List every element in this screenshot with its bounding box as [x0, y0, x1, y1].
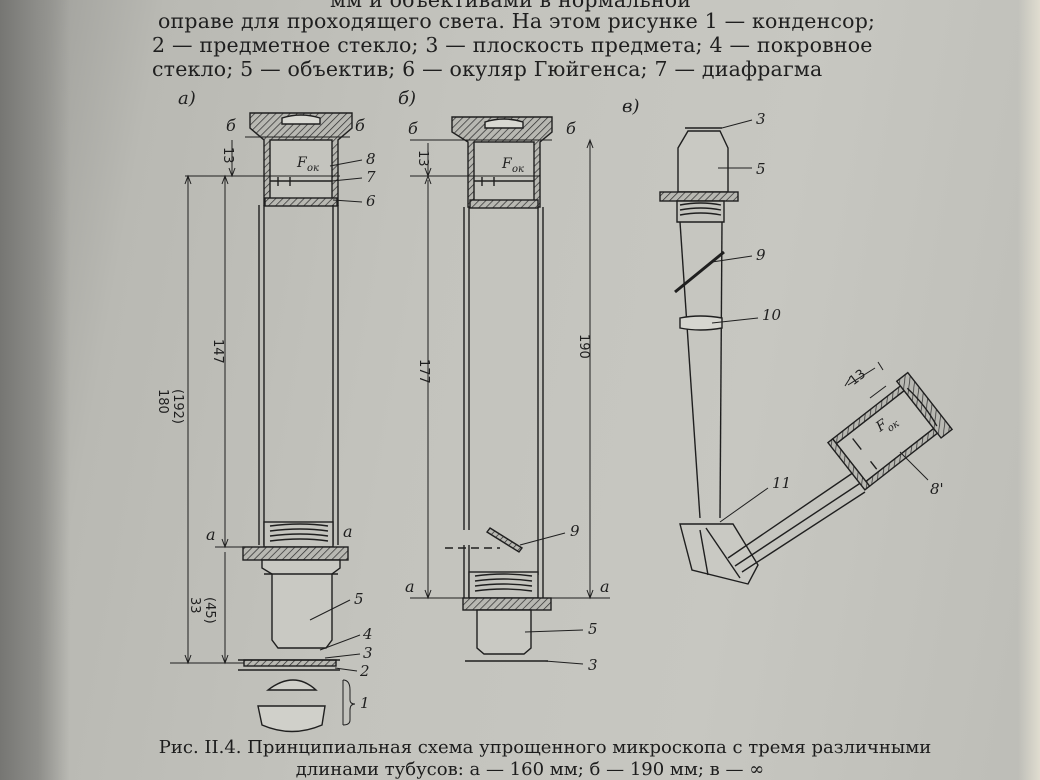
panel-a-callout-3: 3 [363, 644, 373, 662]
panel-c-callout-10: 10 [762, 306, 782, 324]
panel-b-plane-b-right: б [566, 119, 576, 138]
panel-a-condenser-bottom [257, 705, 326, 733]
panel-a-plane-b-right: б [355, 116, 365, 135]
panel-b-focus: F [501, 156, 513, 172]
panel-c-eyepiece [826, 371, 954, 491]
page-edge [1018, 0, 1040, 780]
panel-a-dimension-lines [170, 136, 350, 665]
panel-a-eye-lens [281, 114, 321, 125]
panel-b-thread [468, 571, 539, 599]
panel-b-tag: б) [398, 88, 416, 109]
panel-b-callout-9: 9 [570, 522, 580, 540]
panel-a-callout-2: 2 [359, 662, 370, 680]
figure-caption-line1: Рис. II.4. Принципиальная схема упрощенн… [158, 737, 932, 758]
panel-c-callout-9: 9 [756, 246, 766, 264]
panel-b-prism [485, 527, 524, 553]
panel-a-dim-total: (192)180 [155, 389, 185, 424]
panel-a-dim-bottom: (45)33 [187, 597, 217, 624]
panel-c-callout-5: 5 [756, 160, 766, 178]
panel-a-objective [261, 559, 341, 649]
panel-c-tube-lens [679, 315, 723, 331]
panel-b: б) [398, 88, 610, 674]
panel-b-plane-b-left: б [408, 119, 418, 138]
panel-a-field-lens [264, 197, 338, 207]
panel-a-condenser-top [265, 679, 318, 691]
panel-a-nosepiece [242, 546, 349, 561]
panel-b-dim-right: 190 [576, 334, 591, 359]
panel-b-dim-left: 177 [416, 359, 431, 384]
panel-a-plane-b-left: б [226, 116, 236, 135]
text-line-3: стекло; 5 — объектив; 6 — окуляр Гюйгенс… [152, 57, 823, 81]
panel-a-callout-5: 5 [354, 590, 364, 608]
text-line-1: оправе для проходящего света. На этом ри… [158, 9, 876, 33]
panel-a-callout-7: 7 [366, 168, 376, 186]
panel-b-objective [476, 609, 532, 655]
text-line-2: 2 — предметное стекло; 3 — плоскость пре… [152, 33, 873, 57]
panel-a: а) [155, 88, 376, 733]
panel-a-callout-8: 8 [366, 150, 376, 168]
panel-a-slide [243, 659, 337, 667]
panel-b-callout-5: 5 [588, 620, 598, 638]
panel-b-focus-sub: ок [512, 164, 524, 175]
panel-a-focus: F [296, 155, 308, 171]
panel-c-callout-8prime: 8' [930, 480, 944, 498]
text-line-0: мм и объективами в нормальной [330, 0, 692, 12]
panel-a-callout-1: 1 [360, 694, 370, 712]
panel-a-tag: а) [178, 88, 196, 109]
figure-caption-line2: длинами тубусов: а — 160 мм; б — 190 мм;… [295, 759, 765, 780]
panel-a-leaders [309, 159, 363, 726]
panel-a-thread [263, 521, 334, 548]
panel-c-objective [677, 130, 729, 193]
panel-c-callout-3: 3 [756, 110, 766, 128]
panel-a-dim-top: 13 [220, 147, 235, 164]
panel-c: в) [622, 96, 954, 585]
book-fold-shadow [0, 0, 70, 780]
panel-b-dim-top: 13 [415, 150, 430, 167]
panel-a-callout-6: 6 [366, 192, 376, 210]
panel-c-callout-11: 11 [772, 474, 791, 492]
panel-c-tag: в) [622, 96, 640, 117]
panel-a-plane-a-left: а [206, 525, 216, 544]
panel-b-plane-a-right: а [600, 577, 610, 596]
panel-a-eyepiece-bore [269, 139, 333, 205]
panel-c-prism [679, 523, 759, 585]
panel-a-dim-middle: 147 [210, 339, 225, 364]
panel-b-callout-3: 3 [588, 656, 598, 674]
panel-a-plane-a-right: а [343, 522, 353, 541]
panel-a-callout-4: 4 [362, 625, 373, 643]
panel-c-dim: 13 [847, 367, 869, 389]
panel-c-filter [674, 250, 725, 294]
panel-a-focus-sub: ок [307, 163, 319, 174]
panel-b-plane-a-left: а [405, 577, 415, 596]
